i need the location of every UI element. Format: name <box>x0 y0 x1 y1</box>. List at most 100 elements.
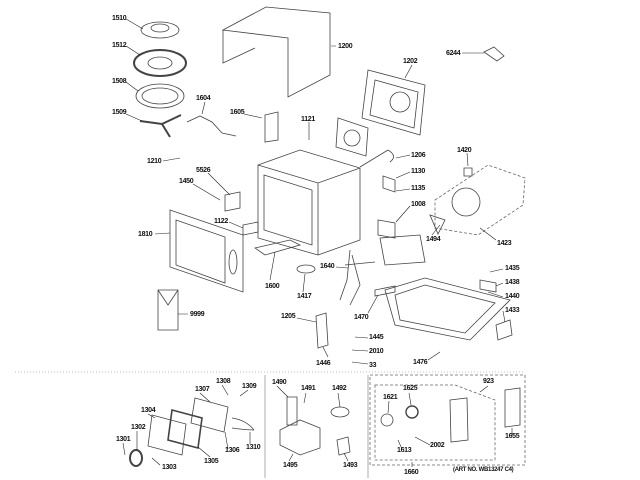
label-1205: 1205 <box>281 313 296 320</box>
label-1306: 1306 <box>225 447 240 454</box>
part-1604-wire <box>186 115 237 137</box>
part-1640-harness <box>339 249 376 306</box>
label-1417: 1417 <box>297 293 312 300</box>
part-1508-inner <box>141 87 179 105</box>
label-1605: 1605 <box>230 109 245 116</box>
label-1122: 1122 <box>214 218 228 225</box>
part-labels: 1510 1512 1508 1509 1604 1605 1121 1200 … <box>112 15 520 476</box>
label-1210: 1210 <box>147 158 162 165</box>
label-1446: 1446 <box>316 360 331 367</box>
label-1302: 1302 <box>131 424 146 431</box>
label-1493: 1493 <box>343 462 358 469</box>
bottom-parts-artwork <box>129 387 521 467</box>
part-1655-membrane <box>504 387 521 428</box>
label-1304: 1304 <box>141 407 156 414</box>
label-1490: 1490 <box>272 379 287 386</box>
part-1493-card <box>336 436 351 456</box>
label-1310: 1310 <box>246 444 261 451</box>
label-1625: 1625 <box>403 385 418 392</box>
part-1810-door <box>169 209 244 293</box>
part-6244-clip <box>483 46 505 62</box>
label-1604: 1604 <box>196 95 211 102</box>
label-1305: 1305 <box>204 458 219 465</box>
part-1122-label <box>242 221 259 236</box>
part-1470-relay <box>374 285 396 297</box>
part-control-panel <box>449 397 469 443</box>
label-1303: 1303 <box>162 464 177 471</box>
label-1130: 1130 <box>411 168 425 175</box>
label-1508: 1508 <box>112 78 127 85</box>
part-1423-group-outline <box>434 164 526 236</box>
label-1202: 1202 <box>403 58 418 65</box>
label-1492: 1492 <box>332 385 347 392</box>
part-9999-manual <box>157 289 179 331</box>
label-1445: 1445 <box>369 334 384 341</box>
leader-lines <box>122 18 513 467</box>
label-1301: 1301 <box>116 436 131 443</box>
part-1202-fan-grill <box>389 91 411 113</box>
label-1309: 1309 <box>242 383 257 390</box>
label-2010: 2010 <box>369 348 384 355</box>
part-1495-damper <box>279 419 321 456</box>
part-1306-panel <box>190 397 229 433</box>
part-1438-capacitor <box>479 279 497 293</box>
label-6244: 6244 <box>446 50 461 57</box>
label-5526: 5526 <box>196 167 211 174</box>
label-1438: 1438 <box>505 279 520 286</box>
label-1423: 1423 <box>497 240 512 247</box>
part-1202-back-panel <box>361 69 426 136</box>
part-1205-switch-holder <box>315 312 329 349</box>
part-fan-motor <box>451 187 481 217</box>
part-1008-diode <box>377 219 396 239</box>
part-1621-knob <box>380 413 394 427</box>
part-1433-transformer <box>495 319 513 341</box>
part-1492-lamp <box>330 406 350 418</box>
label-1450: 1450 <box>179 178 194 185</box>
label-1476: 1476 <box>413 359 428 366</box>
label-1420: 1420 <box>457 147 472 154</box>
part-door-handle <box>228 249 238 275</box>
part-1417-motor <box>296 264 316 274</box>
part-1512-inner <box>147 56 173 70</box>
label-1660: 1660 <box>404 469 419 476</box>
part-923-group-outline <box>374 384 496 461</box>
label-1470: 1470 <box>354 314 369 321</box>
part-1304-frame <box>147 414 187 456</box>
part-1200-outer-case <box>221 6 331 98</box>
part-1510-roller-ring <box>140 21 180 39</box>
part-1310-wire <box>231 417 255 431</box>
label-1510: 1510 <box>112 15 127 22</box>
part-base-plate <box>384 277 511 341</box>
label-1440: 1440 <box>505 293 520 300</box>
part-1512-ring <box>133 49 187 77</box>
part-1605-bracket <box>264 111 279 143</box>
label-1600: 1600 <box>265 283 280 290</box>
part-1510-inner <box>150 23 170 33</box>
part-1206-sensor <box>359 149 394 168</box>
label-1495: 1495 <box>283 462 298 469</box>
label-1655: 1655 <box>505 433 520 440</box>
part-1420-switch <box>463 167 473 177</box>
part-1302-ring <box>129 449 143 467</box>
label-923: 923 <box>483 378 494 385</box>
part-1494-fan-blade <box>429 214 446 235</box>
label-1640: 1640 <box>320 263 335 270</box>
label-1509: 1509 <box>112 109 127 116</box>
part-fan-housing <box>335 117 369 157</box>
label-1121: 1121 <box>301 116 315 123</box>
part-1490-latch <box>286 396 298 426</box>
label-1810: 1810 <box>138 231 153 238</box>
label-9999: 9999 <box>190 311 205 318</box>
label-1206: 1206 <box>411 152 426 159</box>
label-1200: 1200 <box>338 43 353 50</box>
art-number: (ART NO. WB13247 C4) <box>453 467 514 473</box>
label-1512: 1512 <box>112 42 127 49</box>
label-2002: 2002 <box>430 442 445 449</box>
label-1008: 1008 <box>411 201 426 208</box>
label-1613: 1613 <box>397 447 412 454</box>
part-1660-group-outline <box>369 374 526 466</box>
part-5526-board <box>224 191 241 212</box>
label-1491: 1491 <box>301 385 316 392</box>
label-1435: 1435 <box>505 265 520 272</box>
